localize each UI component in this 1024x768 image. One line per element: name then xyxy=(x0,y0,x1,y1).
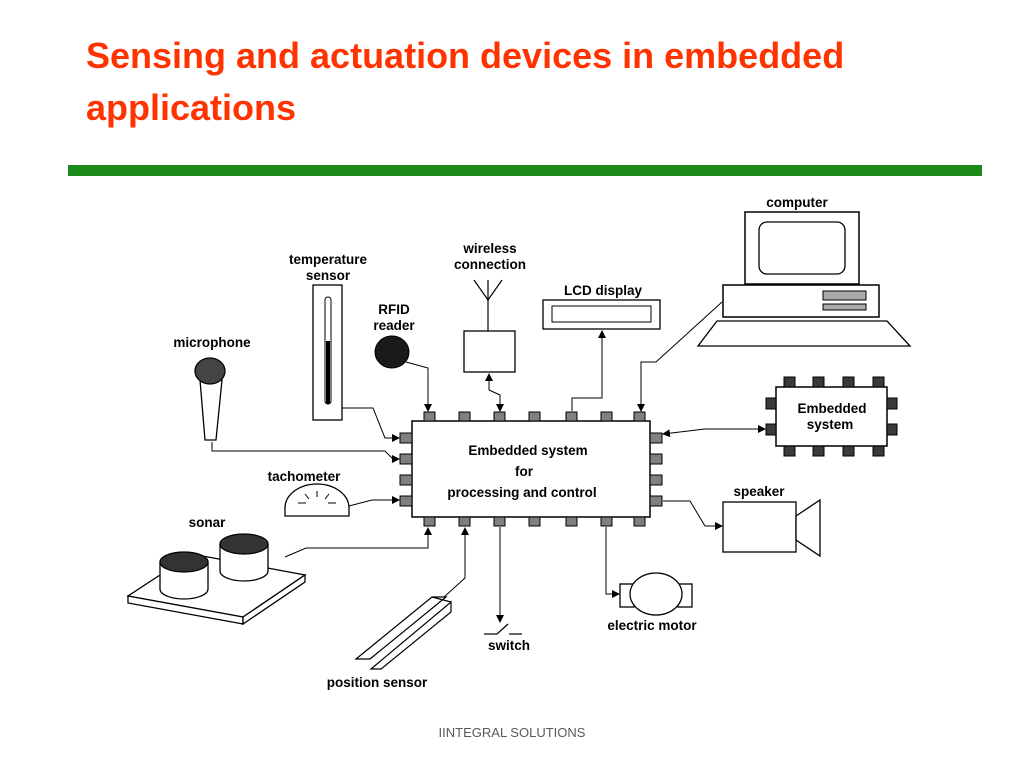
microphone-label: microphone xyxy=(173,335,251,350)
switch-label: switch xyxy=(488,638,530,653)
title-divider xyxy=(68,165,982,176)
peer-system-label-line2: system xyxy=(807,417,854,432)
core-label-line2: for xyxy=(515,464,534,479)
core-label-line3: processing and control xyxy=(447,485,596,500)
temperature-sensor-device: temperature sensor xyxy=(289,252,368,421)
tachometer-device: tachometer xyxy=(268,469,350,517)
electric-motor-device: electric motor xyxy=(607,572,697,633)
lcd-display-device: LCD display xyxy=(542,283,661,330)
position-sensor-device: position sensor xyxy=(327,596,452,690)
peer-system-label-line1: Embedded xyxy=(797,401,866,416)
footer-text: IINTEGRAL SOLUTIONS xyxy=(438,725,586,740)
switch-device: switch xyxy=(484,623,530,653)
slide-title: Sensing and actuation devices in embedde… xyxy=(86,35,845,128)
wireless-label-line2: connection xyxy=(454,257,526,272)
position-sensor-label: position sensor xyxy=(327,675,428,690)
rfid-label-line1: RFID xyxy=(378,302,410,317)
computer-device: computer xyxy=(696,195,912,347)
peer-embedded-system: Embedded system xyxy=(765,376,898,457)
rfid-label-line2: reader xyxy=(373,318,415,333)
temperature-label-line1: temperature xyxy=(289,252,368,267)
wireless-connection-device: wireless connection xyxy=(454,241,526,373)
temperature-label-line2: sensor xyxy=(306,268,351,283)
lcd-label: LCD display xyxy=(564,283,643,298)
computer-label: computer xyxy=(766,195,828,210)
speaker-label: speaker xyxy=(733,484,785,499)
electric-motor-label: electric motor xyxy=(607,618,697,633)
connection-lines xyxy=(211,301,766,623)
sonar-label: sonar xyxy=(189,515,227,530)
microphone-device: microphone xyxy=(173,335,251,441)
tachometer-label: tachometer xyxy=(268,469,342,484)
core-processor: Embedded system for processing and contr… xyxy=(399,411,663,527)
speaker-device: speaker xyxy=(722,484,821,558)
rfid-reader-device: RFID reader xyxy=(373,302,415,369)
core-label-line1: Embedded system xyxy=(468,443,587,458)
wireless-label-line1: wireless xyxy=(462,241,516,256)
sonar-device: sonar xyxy=(126,515,307,626)
